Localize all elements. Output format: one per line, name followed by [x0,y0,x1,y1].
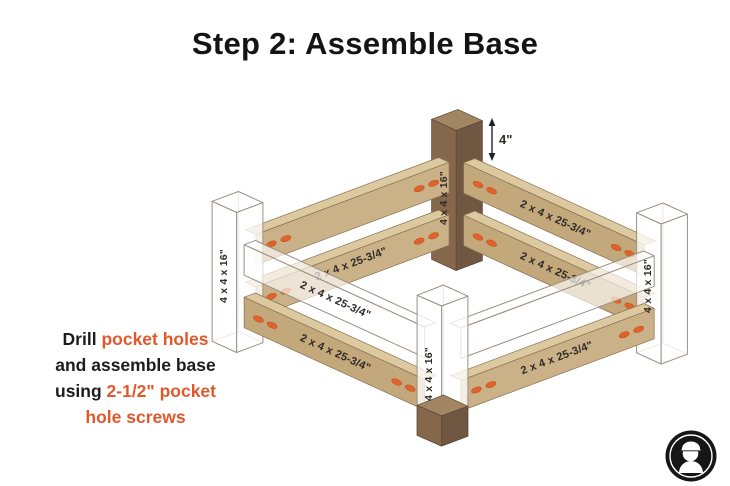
instruction-line: hole screws [85,407,186,427]
brand-logo-icon [665,430,717,482]
pocket-holes [253,315,416,392]
instruction-segment: Drill [62,329,102,349]
dimension-arrow: 4" [488,118,512,161]
instruction-text: Drill pocket holes and assemble base usi… [28,326,243,430]
leg-size-label: 4 x 4 x 16" [642,259,654,313]
post-front [416,284,469,447]
instruction-segment: using [55,381,107,401]
instruction-highlight: pocket holes [101,329,209,349]
step-title: Step 2: Assemble Base [191,26,539,61]
pocket-holes [266,179,439,248]
dimension-label: 4" [499,132,512,147]
rail-front-left-lower [243,292,437,411]
leg-size-label: 4 x 4 x 16" [438,171,450,225]
rail-front-right-lower [450,303,655,412]
instruction-line: and assemble base [55,355,216,375]
pocket-holes [471,326,645,394]
instruction-line: using 2-1/2" pocket [28,378,243,404]
leg-size-label: 4 x 4 x 16" [218,249,230,303]
leg-size-label: 4 x 4 x 16" [423,347,435,401]
instruction-line: Drill pocket holes [28,326,243,352]
instruction-highlight: 2-1/2" pocket [106,381,216,401]
